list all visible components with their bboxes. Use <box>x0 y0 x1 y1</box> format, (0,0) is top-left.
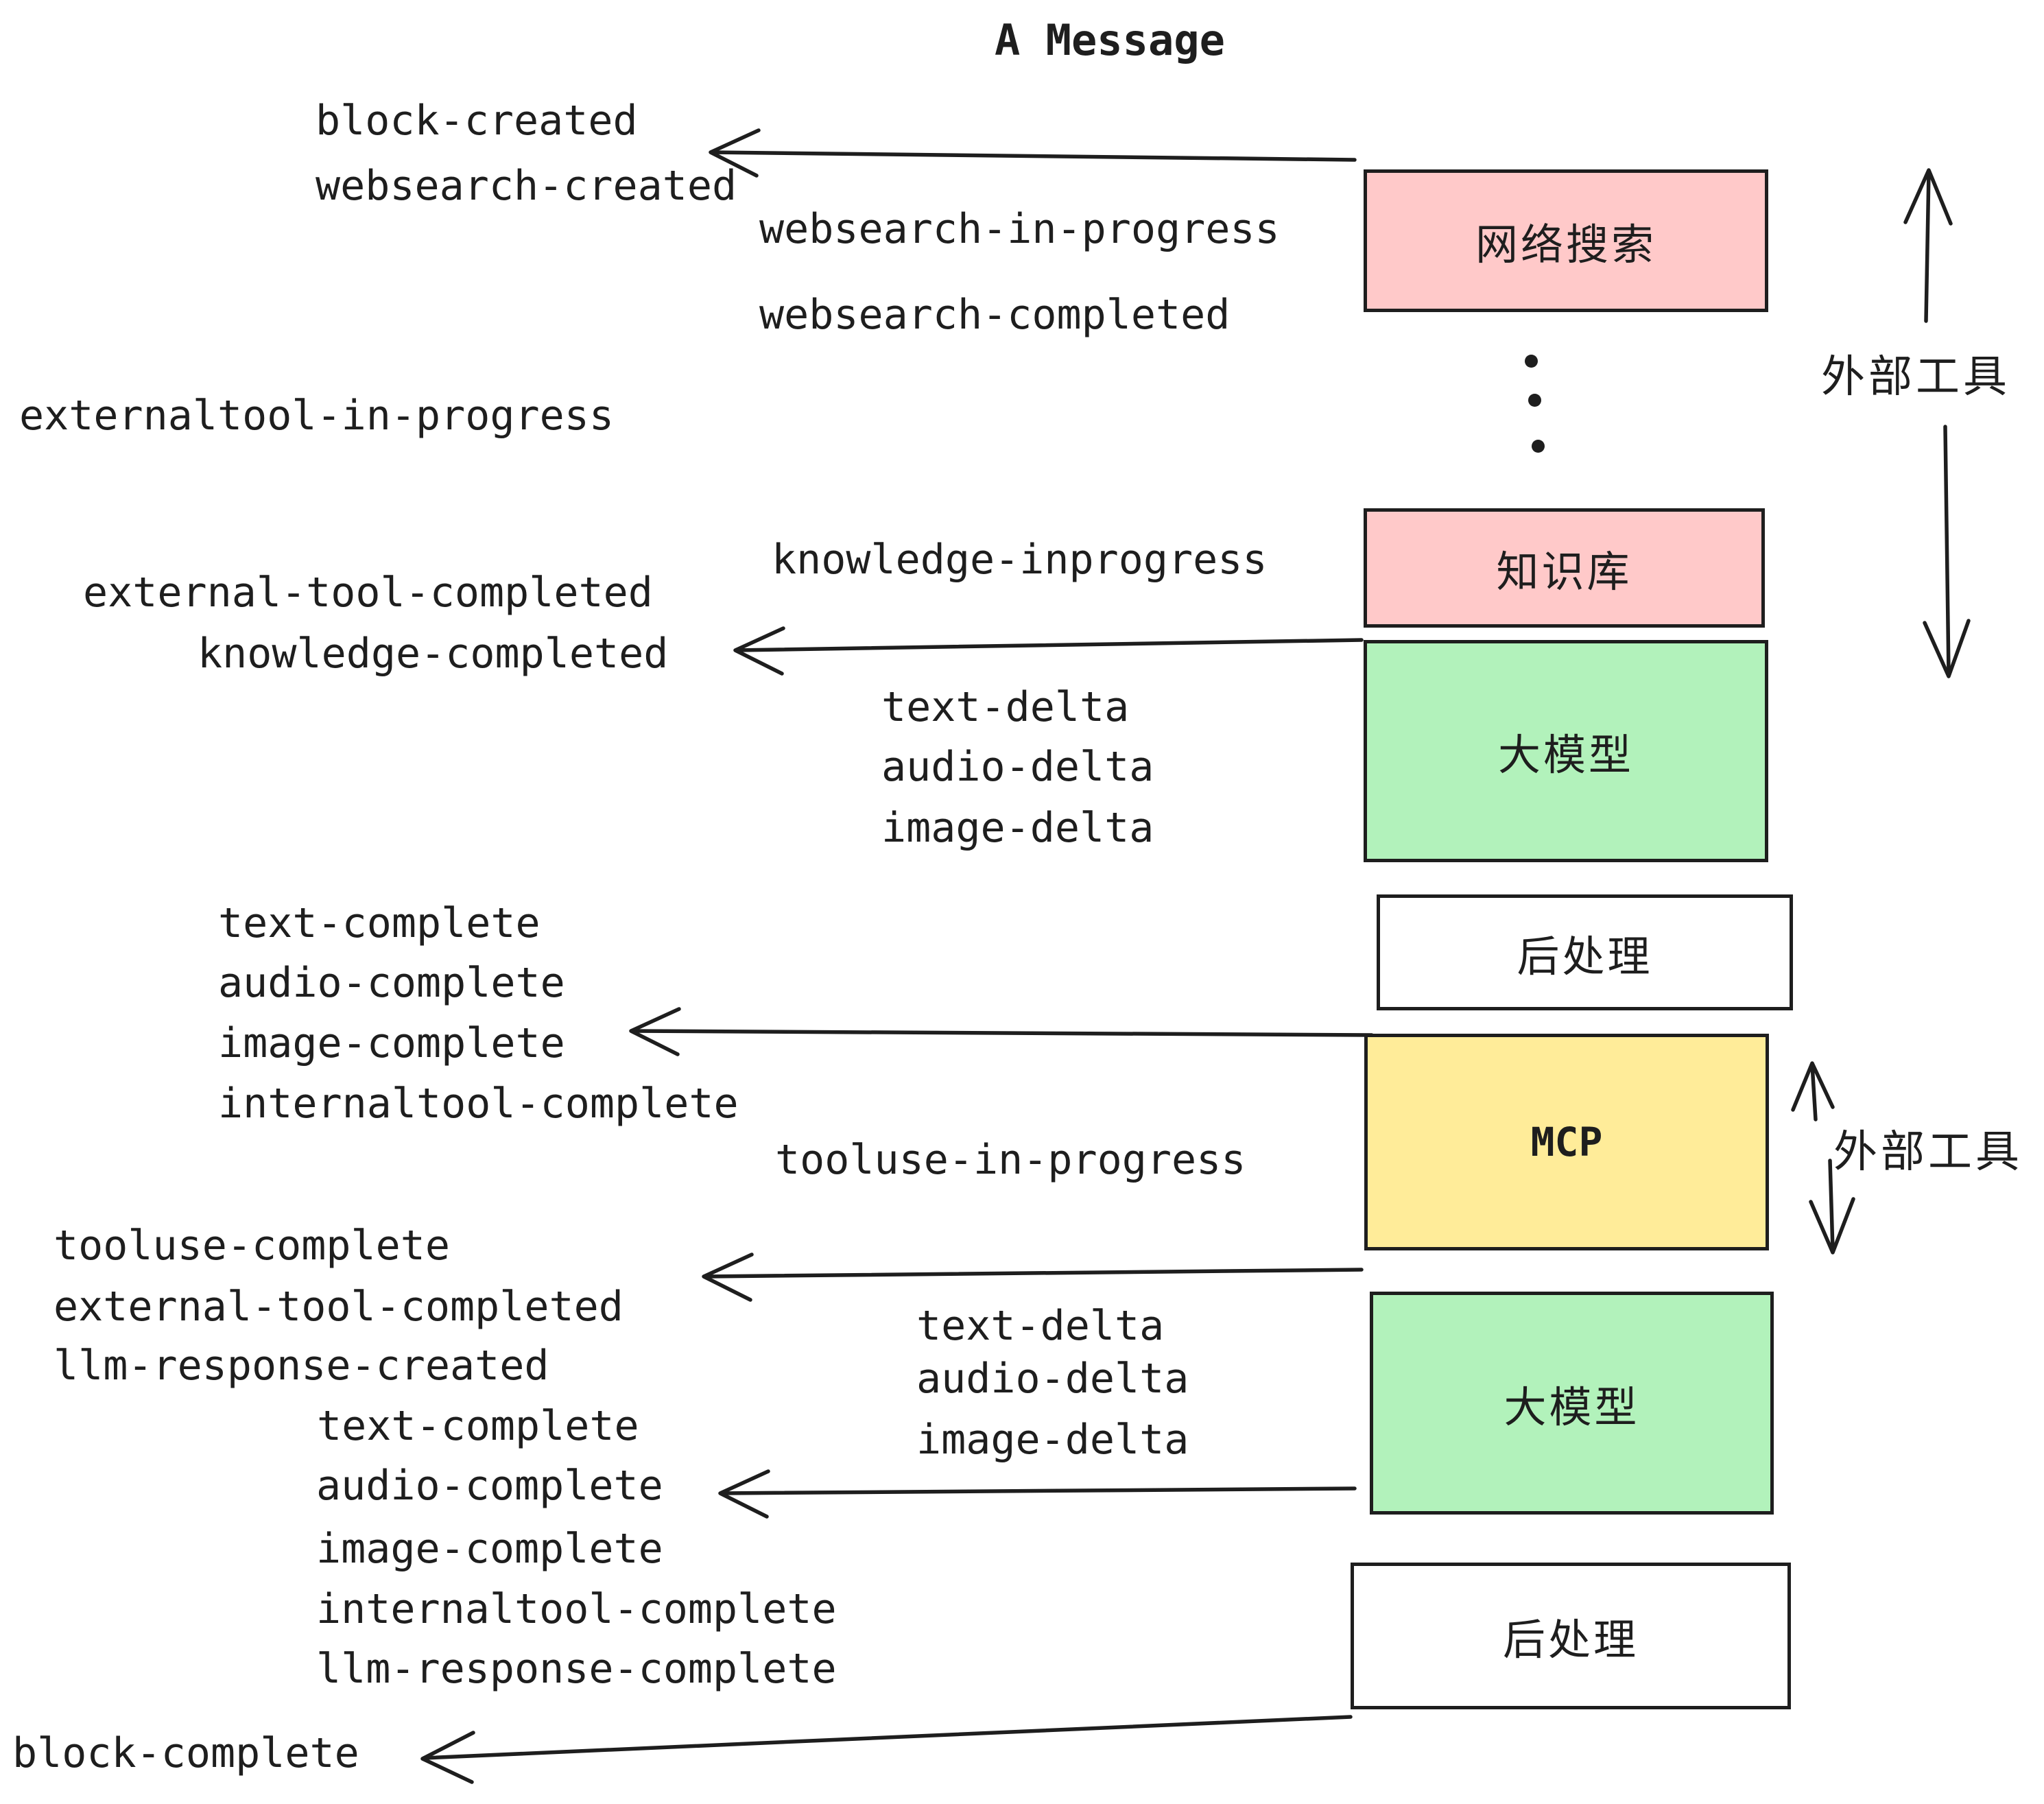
event-block-created: block-created <box>316 97 638 145</box>
event-websearch-in-progress: websearch-in-progress <box>759 205 1280 253</box>
arrow-websearch-created-icon <box>709 128 1357 178</box>
arrow-image-complete-icon <box>629 1007 1374 1056</box>
event-image-complete-2: image-complete <box>316 1525 663 1573</box>
event-audio-complete-2: audio-complete <box>316 1462 663 1510</box>
event-text-complete-2: text-complete <box>317 1402 639 1450</box>
event-llm-response-complete: llm-response-complete <box>316 1645 837 1693</box>
event-audio-delta: audio-delta <box>881 743 1154 791</box>
event-image-delta: image-delta <box>881 804 1154 852</box>
event-block-complete: block-complete <box>12 1729 359 1777</box>
event-external-tool-completed-2: external-tool-completed <box>54 1283 623 1331</box>
event-websearch-created: websearch-created <box>316 162 737 210</box>
box-websearch-label: 网络搜索 <box>1475 219 1656 270</box>
event-websearch-completed: websearch-completed <box>759 291 1231 339</box>
box-postprocess-2-label: 后处理 <box>1502 1615 1639 1665</box>
external-tools-label-lower: 外部工具 <box>1833 1127 2023 1178</box>
external-tools-label-upper: 外部工具 <box>1821 352 2010 403</box>
box-postprocess-1: 后处理 <box>1377 894 1793 1010</box>
event-knowledge-completed: knowledge-completed <box>198 630 669 678</box>
box-mcp: MCP <box>1364 1034 1769 1250</box>
box-postprocess-1-label: 后处理 <box>1517 931 1653 982</box>
arrow-block-complete-icon <box>420 1715 1353 1784</box>
event-tooluse-complete: tooluse-complete <box>54 1222 450 1270</box>
mcp-up-arrow-icon <box>1791 1061 1835 1121</box>
arrow-audio-complete-icon <box>718 1469 1357 1519</box>
arrow-tooluse-complete-icon <box>702 1253 1364 1302</box>
event-image-complete: image-complete <box>218 1019 565 1067</box>
event-text-delta-2: text-delta <box>916 1302 1165 1350</box>
arrow-knowledge-completed-icon <box>733 626 1364 676</box>
external-tools-down-arrow-icon <box>1923 425 1971 678</box>
box-llm-1-label: 大模型 <box>1497 730 1634 780</box>
event-internaltool-complete: internaltool-complete <box>218 1080 739 1128</box>
event-llm-response-created: llm-response-created <box>54 1342 549 1390</box>
box-llm-1: 大模型 <box>1364 640 1768 862</box>
box-llm-2: 大模型 <box>1370 1292 1774 1515</box>
external-tools-up-arrow-icon <box>1903 168 1953 323</box>
vertical-ellipsis-icon <box>1528 394 1541 407</box>
event-text-complete: text-complete <box>218 899 540 947</box>
event-image-delta-2: image-delta <box>916 1416 1189 1464</box>
event-externaltool-in-progress: externaltool-in-progress <box>19 392 614 440</box>
box-knowledge: 知识库 <box>1364 508 1765 628</box>
event-audio-delta-2: audio-delta <box>916 1355 1189 1403</box>
event-tooluse-in-progress: tooluse-in-progress <box>775 1136 1246 1184</box>
box-websearch: 网络搜索 <box>1364 169 1768 312</box>
box-knowledge-label: 知识库 <box>1496 547 1632 597</box>
vertical-ellipsis-icon <box>1525 355 1538 368</box>
diagram-title: A Message <box>995 15 1225 65</box>
event-audio-complete: audio-complete <box>218 959 565 1007</box>
event-knowledge-inprogress: knowledge-inprogress <box>772 536 1268 584</box>
box-mcp-label: MCP <box>1530 1119 1603 1165</box>
vertical-ellipsis-icon <box>1532 440 1545 453</box>
event-text-delta: text-delta <box>881 683 1130 731</box>
event-internaltool-complete-2: internaltool-complete <box>316 1585 837 1633</box>
event-external-tool-completed: external-tool-completed <box>83 569 653 617</box>
box-llm-2-label: 大模型 <box>1504 1381 1640 1432</box>
box-postprocess-2: 后处理 <box>1351 1563 1791 1709</box>
